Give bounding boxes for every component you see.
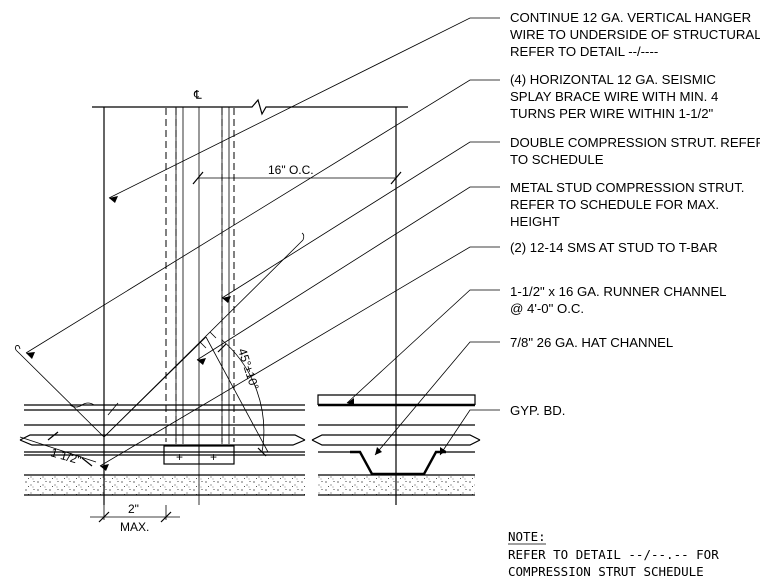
leader-lines	[25, 17, 500, 471]
callout-hat-channel: 7/8" 26 GA. HAT CHANNEL	[510, 335, 673, 350]
ceiling-section-left: + +	[19, 404, 306, 496]
max-width-dimension: 2" MAX.	[90, 502, 180, 534]
max-width-label: 2"	[128, 502, 139, 516]
callout-continue-hanger-wire: CONTINUE 12 GA. VERTICAL HANGER WIRE TO …	[510, 10, 760, 59]
structure-break-line	[92, 98, 408, 116]
max-label: MAX.	[120, 520, 149, 534]
ceiling-section-right	[311, 394, 481, 496]
angle-dimension: 45°±10°	[217, 339, 267, 457]
offset-label: 1 1/2"	[49, 445, 83, 467]
svg-text:REFER TO SCHEDULE FOR MAX.: REFER TO SCHEDULE FOR MAX.	[510, 197, 719, 212]
svg-text:HEIGHT: HEIGHT	[510, 214, 560, 229]
callout-sms-screws: (2) 12-14 SMS AT STUD TO T-BAR	[510, 240, 718, 255]
svg-text:7/8" 26 GA. HAT CHANNEL: 7/8" 26 GA. HAT CHANNEL	[510, 335, 673, 350]
svg-text:1-1/2" x 16 GA. RUNNER CHANNEL: 1-1/2" x 16 GA. RUNNER CHANNEL	[510, 284, 726, 299]
spacing-label: 16" O.C.	[268, 163, 314, 177]
svg-text:CONTINUE 12 GA. VERTICAL HANGE: CONTINUE 12 GA. VERTICAL HANGER	[510, 10, 751, 25]
svg-text:GYP. BD.: GYP. BD.	[510, 403, 565, 418]
note-line-1: REFER TO DETAIL --/--.-- FOR	[508, 547, 719, 562]
callout-splay-brace-wire: (4) HORIZONTAL 12 GA. SEISMIC SPLAY BRAC…	[510, 72, 718, 121]
centerline-symbol: ℄	[193, 88, 202, 102]
svg-text:DOUBLE COMPRESSION STRUT. REFE: DOUBLE COMPRESSION STRUT. REFER	[510, 135, 760, 150]
svg-text:TURNS PER WIRE WITHIN 1-1/2": TURNS PER WIRE WITHIN 1-1/2"	[510, 106, 714, 121]
callout-gyp-board: GYP. BD.	[510, 403, 565, 418]
callout-runner-channel: 1-1/2" x 16 GA. RUNNER CHANNEL @ 4'-0" O…	[510, 284, 726, 316]
splay-brace-wires	[14, 232, 305, 453]
callout-metal-stud-strut: METAL STUD COMPRESSION STRUT. REFER TO S…	[510, 180, 744, 229]
offset-dimension: 1 1/2"	[19, 431, 97, 467]
spacing-dimension: 16" O.C.	[192, 163, 402, 185]
svg-text:SPLAY BRACE WIRE WITH MIN. 4: SPLAY BRACE WIRE WITH MIN. 4	[510, 89, 718, 104]
svg-text:(2) 12-14 SMS AT STUD TO T-BAR: (2) 12-14 SMS AT STUD TO T-BAR	[510, 240, 718, 255]
note-block: NOTE: REFER TO DETAIL --/--.-- FOR COMPR…	[508, 529, 719, 579]
svg-text:@ 4'-0" O.C.: @ 4'-0" O.C.	[510, 301, 584, 316]
note-line-2: COMPRESSION STRUT SCHEDULE	[508, 564, 704, 579]
callout-double-compression-strut: DOUBLE COMPRESSION STRUT. REFER TO SCHED…	[510, 135, 760, 167]
svg-text:+: +	[176, 450, 183, 464]
svg-text:WIRE TO UNDERSIDE OF STRUCTURA: WIRE TO UNDERSIDE OF STRUCTURAL.	[510, 27, 760, 42]
note-title: NOTE:	[508, 529, 546, 544]
svg-text:REFER TO DETAIL --/----: REFER TO DETAIL --/----	[510, 44, 658, 59]
angle-label: 45°±10°	[235, 347, 262, 392]
svg-text:+: +	[210, 450, 217, 464]
svg-text:TO SCHEDULE: TO SCHEDULE	[510, 152, 604, 167]
svg-text:(4) HORIZONTAL 12 GA. SEISMIC: (4) HORIZONTAL 12 GA. SEISMIC	[510, 72, 716, 87]
svg-text:METAL STUD COMPRESSION STRUT.: METAL STUD COMPRESSION STRUT.	[510, 180, 744, 195]
